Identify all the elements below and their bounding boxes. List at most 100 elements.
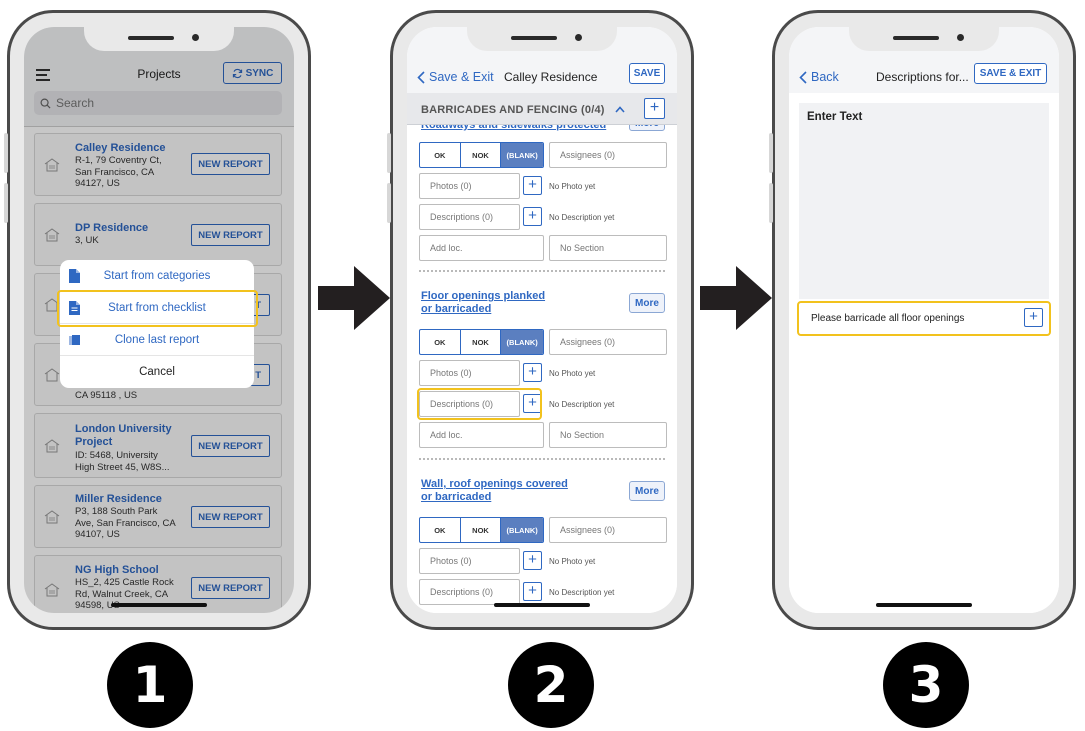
phone-frame-2: Save & Exit Calley Residence SAVE BARRIC… xyxy=(387,10,694,630)
text-input[interactable]: Enter Text xyxy=(799,103,1049,299)
save-exit-button[interactable]: SAVE & EXIT xyxy=(974,63,1047,84)
add-location-field[interactable]: Add loc. xyxy=(419,235,544,261)
clone-icon xyxy=(69,335,80,345)
back-button[interactable]: Back xyxy=(799,70,839,84)
add-description-button[interactable]: + xyxy=(523,207,542,226)
checklist-scroll[interactable]: Roadways and sidewalks protected More OK… xyxy=(407,115,677,613)
ok-option[interactable]: OK xyxy=(420,330,461,354)
status-segment[interactable]: OK NOK (BLANK) xyxy=(419,329,544,355)
project-card[interactable]: Miller Residence P3, 188 South Park Ave,… xyxy=(34,485,282,548)
section-field[interactable]: No Section xyxy=(549,235,667,261)
phone-frame-1: Projects SYNC Search Calley Residence R-… xyxy=(4,10,311,630)
project-address: ID: 5468, University High Street 45, W8S… xyxy=(75,450,170,473)
option-label: Start from categories xyxy=(103,269,211,282)
notch xyxy=(84,27,234,51)
clone-last-report-option[interactable]: Clone last report xyxy=(60,324,254,356)
no-photo-note: No Photo yet xyxy=(549,557,596,566)
assignees-field[interactable]: Assignees (0) xyxy=(549,517,667,543)
option-label: Clone last report xyxy=(114,333,200,346)
new-report-button[interactable]: NEW REPORT xyxy=(191,577,270,599)
search-input[interactable]: Search xyxy=(34,91,282,115)
checklist-item-title[interactable]: Floor openings planked or barricaded xyxy=(421,290,546,315)
nav-bar: Back Descriptions for... SAVE & EXIT xyxy=(789,27,1059,93)
new-report-button[interactable]: NEW REPORT xyxy=(191,435,270,457)
back-label: Back xyxy=(811,70,839,84)
document-icon xyxy=(69,269,80,283)
house-icon xyxy=(44,227,60,241)
project-card[interactable]: Calley Residence R-1, 79 Coventry Ct, Sa… xyxy=(34,133,282,196)
descriptions-field[interactable]: Descriptions (0) xyxy=(419,391,520,417)
project-name: Miller Residence xyxy=(75,493,162,505)
side-button xyxy=(4,133,8,173)
save-exit-back-button[interactable]: Save & Exit xyxy=(417,70,494,84)
cancel-button[interactable]: Cancel xyxy=(60,356,254,388)
section-field[interactable]: No Section xyxy=(549,422,667,448)
project-name: NG High School xyxy=(75,564,159,576)
no-photo-note: No Photo yet xyxy=(549,182,596,191)
action-sheet: Start from categories Start from checkli… xyxy=(60,260,254,388)
add-photo-button[interactable]: + xyxy=(523,176,542,195)
description-suggestion[interactable]: Please barricade all floor openings + xyxy=(799,303,1049,333)
checklist-item-title[interactable]: Wall, roof openings covered or barricade… xyxy=(421,478,568,503)
step-number-1: 1 xyxy=(107,642,193,728)
descriptions-field[interactable]: Descriptions (0) xyxy=(419,579,520,605)
new-report-button[interactable]: NEW REPORT xyxy=(191,506,270,528)
project-address: P3, 188 South Park Ave, San Francisco, C… xyxy=(75,506,176,540)
chevron-left-icon xyxy=(417,70,425,84)
start-from-categories-option[interactable]: Start from categories xyxy=(60,260,254,292)
blank-option[interactable]: (BLANK) xyxy=(501,143,543,167)
phone-screen-3: Back Descriptions for... SAVE & EXIT Ent… xyxy=(789,27,1059,613)
add-description-button[interactable]: + xyxy=(523,394,542,413)
option-label: Cancel xyxy=(139,366,175,378)
photos-field[interactable]: Photos (0) xyxy=(419,548,520,574)
photos-field[interactable]: Photos (0) xyxy=(419,173,520,199)
add-photo-button[interactable]: + xyxy=(523,551,542,570)
house-icon xyxy=(44,438,60,452)
project-card[interactable]: London University Project ID: 5468, Univ… xyxy=(34,413,282,478)
home-indicator xyxy=(111,603,207,607)
more-button[interactable]: More xyxy=(629,293,665,313)
photos-field[interactable]: Photos (0) xyxy=(419,360,520,386)
project-address: R-1, 79 Coventry Ct, San Francisco, CA 9… xyxy=(75,155,162,189)
no-description-note: No Description yet xyxy=(549,213,615,222)
add-description-button[interactable]: + xyxy=(1024,308,1043,327)
new-report-button[interactable]: NEW REPORT xyxy=(191,153,270,175)
project-name: Calley Residence xyxy=(75,142,166,154)
house-icon xyxy=(44,367,60,381)
ok-option[interactable]: OK xyxy=(420,518,461,542)
chevron-up-icon[interactable] xyxy=(615,106,625,113)
status-segment[interactable]: OK NOK (BLANK) xyxy=(419,142,544,168)
sync-button[interactable]: SYNC xyxy=(223,62,282,84)
blank-option[interactable]: (BLANK) xyxy=(501,330,543,354)
notch xyxy=(849,27,999,51)
add-photo-button[interactable]: + xyxy=(523,363,542,382)
add-item-button[interactable]: + xyxy=(644,98,665,119)
descriptions-field[interactable]: Descriptions (0) xyxy=(419,204,520,230)
new-report-button[interactable]: NEW REPORT xyxy=(191,224,270,246)
add-location-field[interactable]: Add loc. xyxy=(419,422,544,448)
save-button[interactable]: SAVE xyxy=(629,63,665,84)
project-address: 3, UK xyxy=(75,235,99,246)
back-label: Save & Exit xyxy=(429,70,494,84)
divider xyxy=(419,458,665,460)
menu-icon[interactable] xyxy=(36,69,50,84)
section-title: BARRICADES AND FENCING (0/4) xyxy=(421,104,605,116)
nok-option[interactable]: NOK xyxy=(461,143,502,167)
start-from-checklist-option[interactable]: Start from checklist xyxy=(60,292,254,324)
section-header[interactable]: BARRICADES AND FENCING (0/4) + xyxy=(407,93,677,125)
text-input-label: Enter Text xyxy=(807,111,863,123)
ok-option[interactable]: OK xyxy=(420,143,461,167)
description-suggestion-text: Please barricade all floor openings xyxy=(811,312,965,324)
status-segment[interactable]: OK NOK (BLANK) xyxy=(419,517,544,543)
assignees-field[interactable]: Assignees (0) xyxy=(549,329,667,355)
assignees-field[interactable]: Assignees (0) xyxy=(549,142,667,168)
side-button xyxy=(4,183,8,223)
home-indicator xyxy=(876,603,972,607)
add-description-button[interactable]: + xyxy=(523,582,542,601)
more-button[interactable]: More xyxy=(629,481,665,501)
nok-option[interactable]: NOK xyxy=(461,518,502,542)
blank-option[interactable]: (BLANK) xyxy=(501,518,543,542)
side-button xyxy=(769,133,773,173)
side-button xyxy=(769,183,773,223)
nok-option[interactable]: NOK xyxy=(461,330,502,354)
